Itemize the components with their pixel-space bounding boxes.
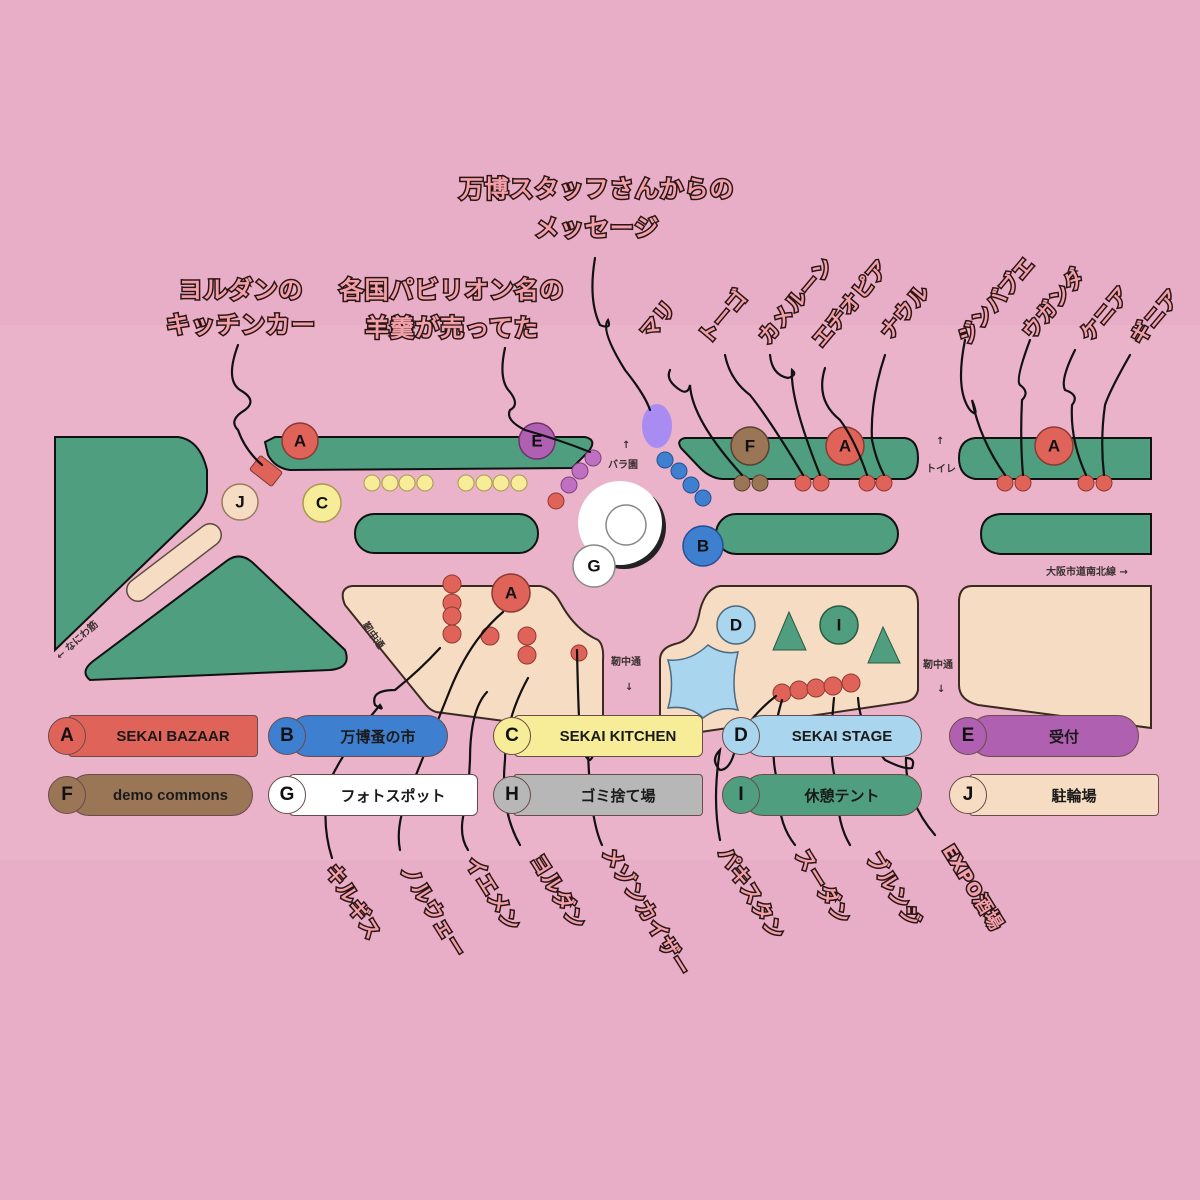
bottom-country-labels: キルギス ノルウェー イエメン ヨルダン メゾンカイザー パキスタン スーダン … xyxy=(319,839,1009,981)
up-arrow-icon: ↑ xyxy=(622,440,630,451)
staff-message-board xyxy=(642,404,672,448)
red-stalls-east xyxy=(772,673,861,703)
stage xyxy=(666,644,740,719)
svg-text:J: J xyxy=(235,493,244,512)
marker-i[interactable]: I xyxy=(819,605,859,645)
annotation-jordan-kitchen: キッチンカー xyxy=(166,311,316,339)
marker-f[interactable]: F xyxy=(730,426,770,466)
country-label: イエメン xyxy=(461,852,526,936)
marker-a[interactable]: A xyxy=(491,573,531,613)
legend-letter: J xyxy=(949,776,987,814)
annotation-jordan-kitchen: ヨルダンの xyxy=(179,276,304,304)
road-label-toilet: トイレ xyxy=(926,463,956,475)
svg-text:A: A xyxy=(294,432,306,451)
legend-item-a: SEKAI BAZAAR A xyxy=(48,715,258,759)
legend-letter: E xyxy=(949,717,987,755)
svg-text:I: I xyxy=(837,616,842,635)
legend-item-c: SEKAI KITCHEN C xyxy=(493,715,703,759)
legend-letter: C xyxy=(493,717,531,755)
legend-label: ゴミ捨て場 xyxy=(513,774,703,816)
road-label-city-road: 大阪市道南北線 → xyxy=(1046,565,1128,578)
marker-e[interactable]: E xyxy=(518,422,556,460)
marker-j[interactable]: J xyxy=(221,483,259,521)
down-arrow-icon: ↓ xyxy=(937,684,945,695)
marker-b[interactable]: B xyxy=(682,525,724,567)
annotation-yokan: 羊羹が売ってた xyxy=(365,314,539,342)
legend-letter: H xyxy=(493,776,531,814)
green-bar-middle-3 xyxy=(979,513,1152,555)
svg-text:A: A xyxy=(839,437,851,456)
legend-letter: D xyxy=(722,717,760,755)
legend-letter: A xyxy=(48,717,86,755)
legend-letter: I xyxy=(722,776,760,814)
tent-icon xyxy=(867,625,901,664)
legend-item-g: フォトスポット G xyxy=(268,774,478,818)
photo-spot-inner xyxy=(605,504,647,546)
legend-item-b: 万博蚤の市 B xyxy=(268,715,448,759)
legend-item-i: 休憩テント I xyxy=(722,774,922,818)
marker-a[interactable]: A xyxy=(825,426,865,466)
svg-text:B: B xyxy=(697,537,709,556)
legend-label: 受付 xyxy=(969,715,1139,757)
green-bar-north-1 xyxy=(263,436,594,472)
legend-label: SEKAI BAZAAR xyxy=(68,715,258,757)
country-label: ノルウェー xyxy=(396,860,472,962)
legend-letter: G xyxy=(268,776,306,814)
svg-text:A: A xyxy=(1048,437,1060,456)
svg-text:G: G xyxy=(587,557,600,576)
down-arrow-icon: ↓ xyxy=(625,682,633,693)
legend-item-j: 駐輪場 J xyxy=(949,774,1159,818)
country-label: キルギス xyxy=(321,860,386,944)
legend-letter: B xyxy=(268,717,306,755)
legend-letter: F xyxy=(48,776,86,814)
legend-label: 万博蚤の市 xyxy=(288,715,448,757)
stall-dots-north xyxy=(733,474,1113,492)
green-bar-middle-1 xyxy=(354,513,539,554)
marker-c[interactable]: C xyxy=(302,483,342,523)
country-label: メゾンカイザー xyxy=(598,843,696,980)
annotation-yokan: 各国パビリオン名の xyxy=(339,276,565,304)
green-area-northwest xyxy=(54,436,208,653)
legend-item-h: ゴミ捨て場 H xyxy=(493,774,703,818)
legend-item-f: demo commons F xyxy=(48,774,258,818)
green-bar-middle-2 xyxy=(715,513,899,555)
red-stalls-west xyxy=(442,574,588,665)
annotation-staff-message: 万博スタッフさんからの xyxy=(460,175,735,203)
legend-label: フォトスポット xyxy=(288,774,478,816)
country-label: ヨルダン xyxy=(526,850,591,934)
svg-text:A: A xyxy=(505,584,517,603)
legend-item-d: SEKAI STAGE D xyxy=(722,715,922,759)
marker-a[interactable]: A xyxy=(281,422,319,460)
svg-text:F: F xyxy=(745,437,755,456)
road-label-rose-garden: バラ園 xyxy=(608,459,638,471)
bike-parking-strip xyxy=(127,524,221,601)
marker-g[interactable]: G xyxy=(572,544,616,588)
svg-text:E: E xyxy=(531,432,542,451)
annotation-staff-message: メッセージ xyxy=(535,214,660,242)
marker-d[interactable]: D xyxy=(716,605,756,645)
road-label-utsubo: 靭中通 xyxy=(923,658,953,671)
legend-label: 駐輪場 xyxy=(969,774,1159,816)
up-arrow-icon: ↑ xyxy=(936,436,944,447)
beige-area-far-east xyxy=(958,585,1152,730)
legend-label: 休憩テント xyxy=(742,774,922,816)
green-area-southwest xyxy=(84,555,348,682)
marker-a[interactable]: A xyxy=(1034,426,1074,466)
jordan-kitchen-car xyxy=(249,455,283,487)
legend-label: demo commons xyxy=(68,774,253,816)
country-label: ブルンジ xyxy=(862,848,927,932)
tent-icon xyxy=(772,610,807,651)
legend-label: SEKAI KITCHEN xyxy=(513,715,703,757)
svg-text:D: D xyxy=(730,616,742,635)
blue-stalls xyxy=(656,451,712,507)
legend-item-e: 受付 E xyxy=(949,715,1139,759)
legend-label: SEKAI STAGE xyxy=(742,715,922,757)
purple-stalls xyxy=(547,449,602,510)
road-label-utsubo: 靭中通 xyxy=(611,655,641,668)
yellow-stalls xyxy=(363,474,528,492)
svg-text:C: C xyxy=(316,494,328,513)
